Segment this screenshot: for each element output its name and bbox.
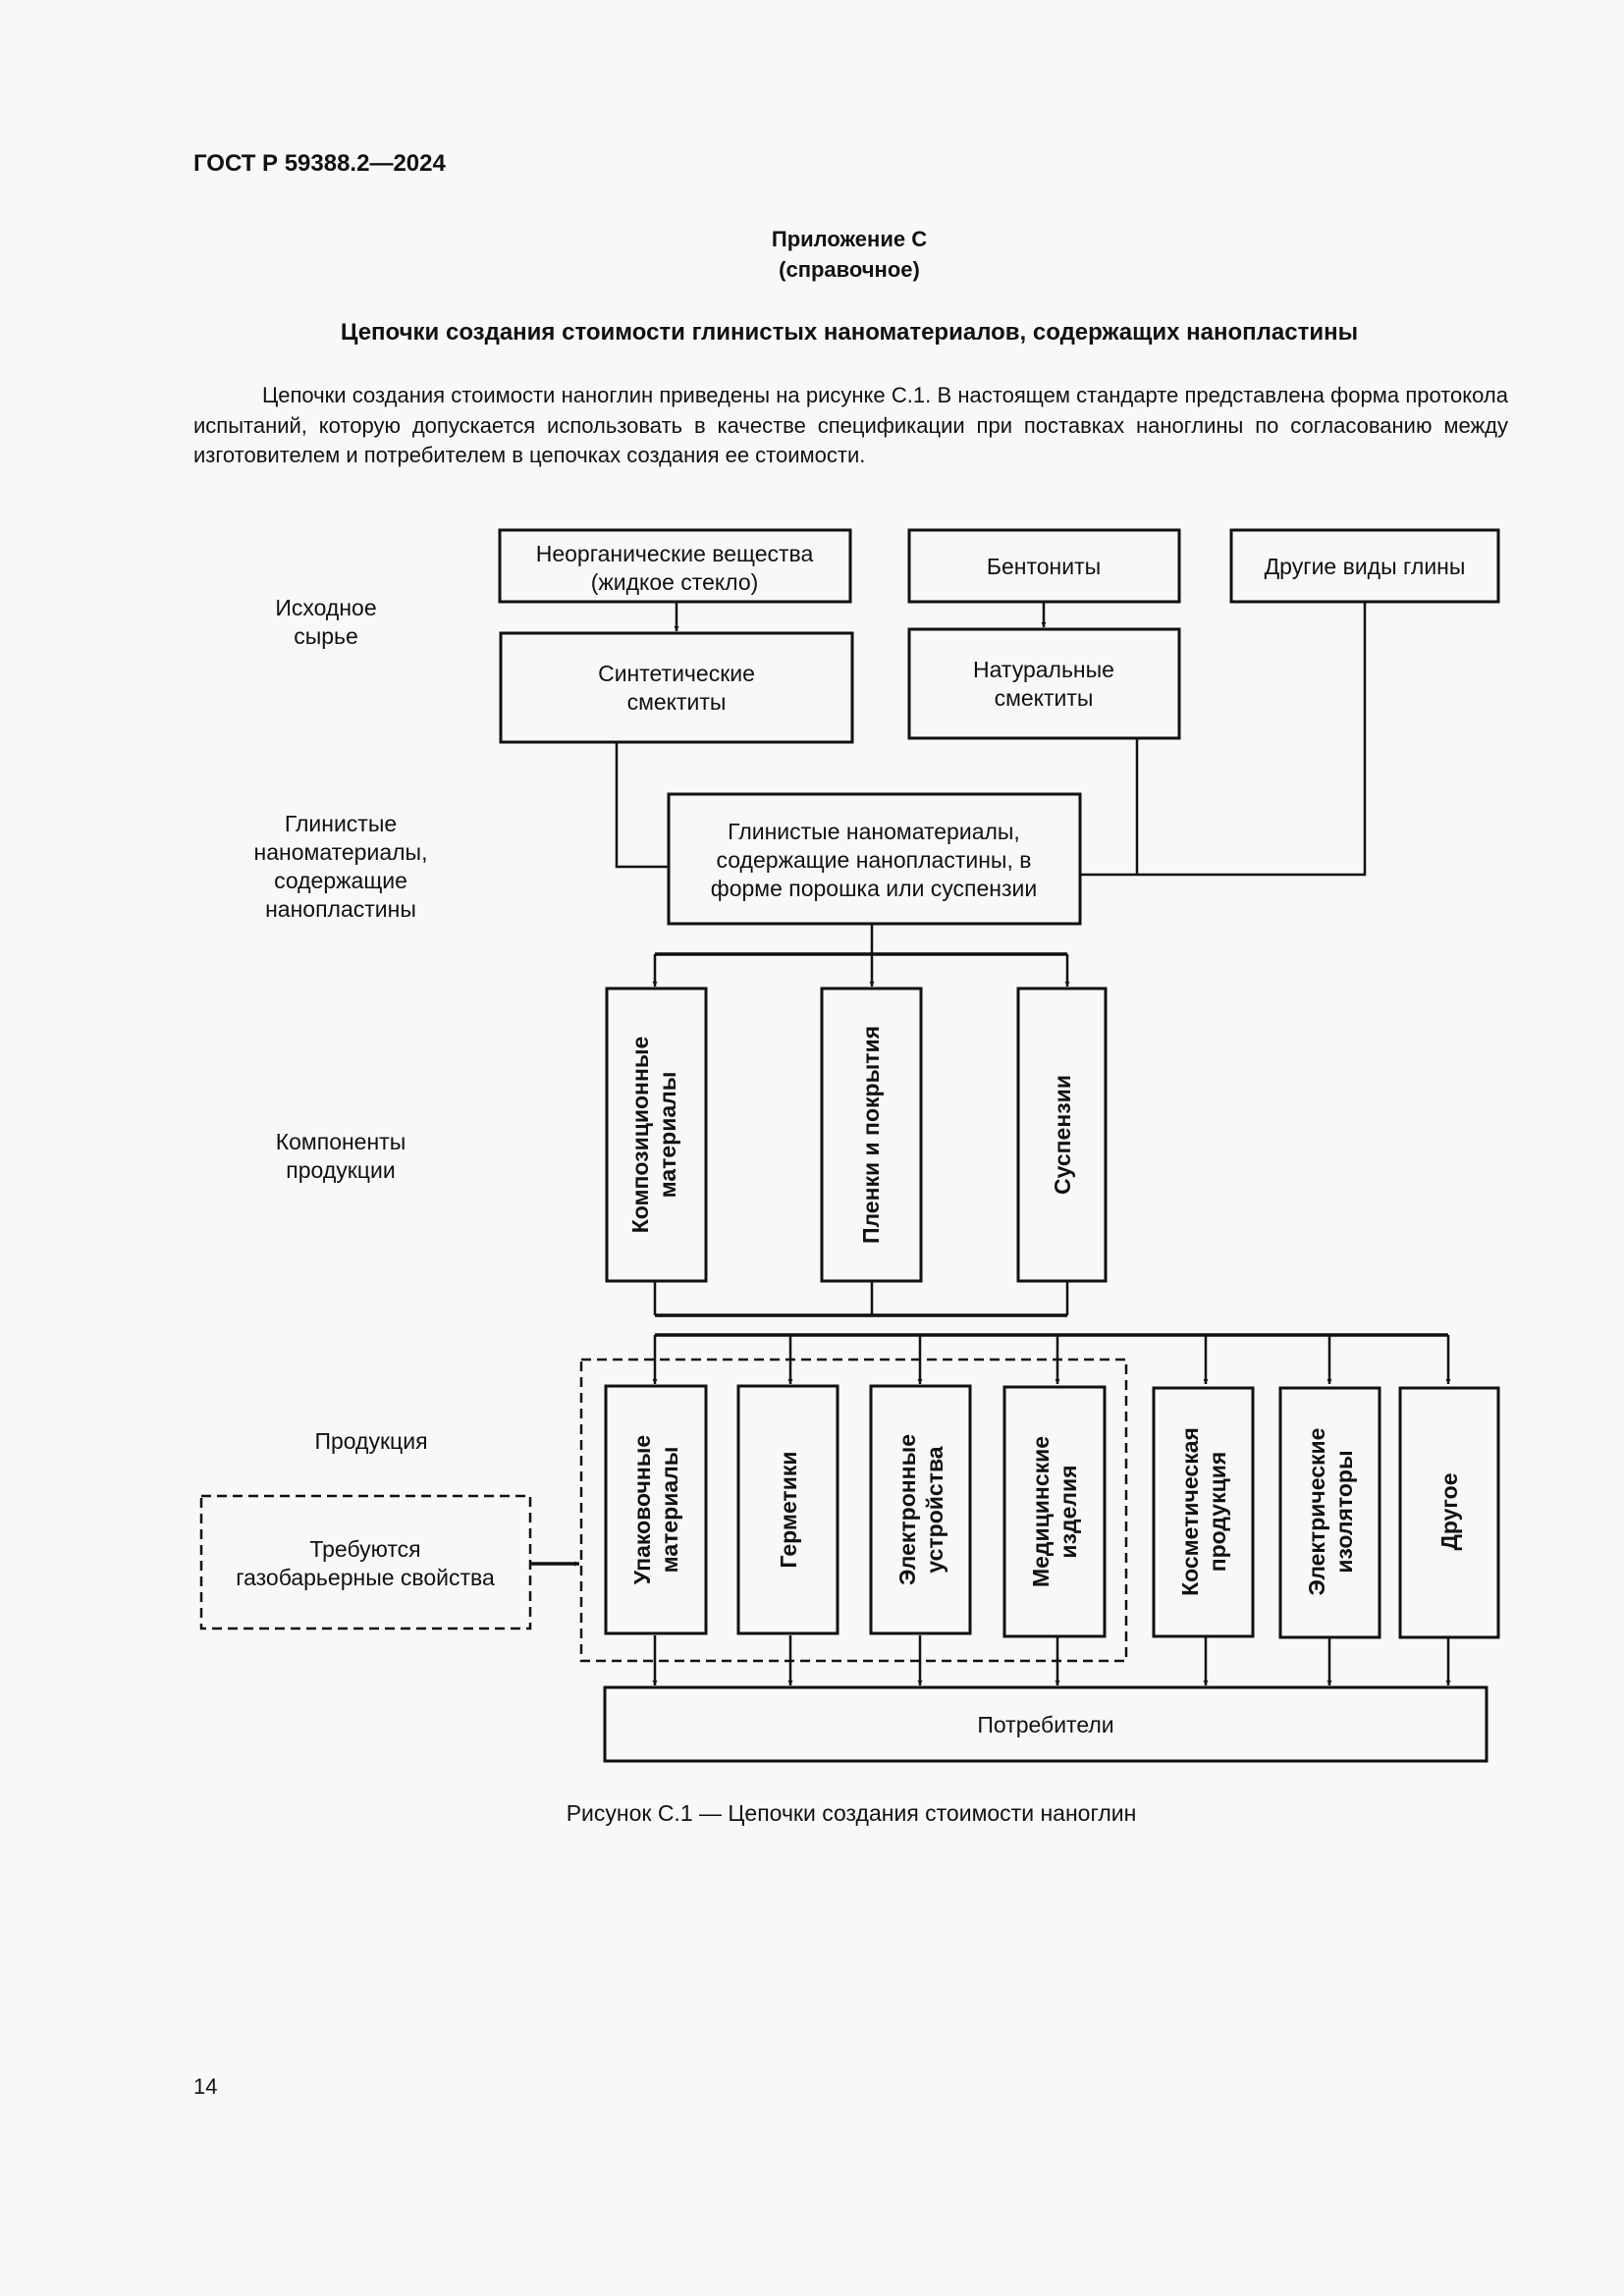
box-text: Другие виды глины [1265, 554, 1466, 579]
label-line: наноматериалы, [254, 839, 428, 865]
box-text: содержащие нанопластины, в [717, 847, 1032, 873]
label-line: содержащие [274, 868, 407, 893]
box-synthetic-smectites: Синтетические смектиты [499, 631, 854, 744]
box-text: форме порошка или суспензии [711, 876, 1037, 901]
box-cosmetics: Косметическая продукция [1152, 1386, 1255, 1638]
box-electrical-insulators: Электрические изоляторы [1278, 1386, 1381, 1639]
figure-caption: Рисунок С.1 — Цепочки создания стоимости… [567, 1800, 1137, 1826]
box-composite-materials: Композиционные материалы [605, 987, 708, 1283]
box-text: Другое [1436, 1472, 1462, 1550]
label-line: Глинистые [285, 811, 397, 836]
box-inorganic: Неорганические вещества (жидкое стекло) [498, 528, 852, 604]
component-connectors [652, 924, 1070, 1317]
label-line: нанопластины [265, 896, 416, 922]
box-text: Электронные [894, 1434, 920, 1585]
box-text: Неорганические вещества [536, 541, 814, 566]
box-text: Синтетические [598, 661, 755, 686]
row-label-products: Продукция [314, 1428, 427, 1454]
box-text: устройства [922, 1446, 947, 1573]
box-text: Герметики [776, 1452, 801, 1569]
gas-barrier-group-frame [579, 1358, 1128, 1663]
box-natural-smectites: Натуральные смектиты [907, 627, 1181, 740]
box-text: смектиты [995, 685, 1094, 711]
document-id: ГОСТ Р 59388.2—2024 [193, 150, 446, 177]
box-text: Композиционные [627, 1037, 653, 1234]
box-text: Глинистые наноматериалы, [728, 819, 1020, 844]
box-electronic-devices: Электронные устройства [869, 1384, 972, 1635]
box-text: Косметическая [1177, 1427, 1203, 1596]
box-text: газобарьерные свойства [236, 1565, 495, 1590]
box-text: изделия [1056, 1465, 1081, 1558]
appendix-subtitle: (справочное) [779, 257, 920, 282]
box-text: Натуральные [973, 657, 1114, 682]
box-text: Медицинские [1028, 1436, 1054, 1587]
label-line: сырье [294, 623, 358, 649]
raw-connectors [615, 602, 1367, 877]
box-text: материалы [655, 1072, 680, 1199]
box-text: (жидкое стекло) [591, 569, 759, 595]
box-text: Потребители [977, 1712, 1113, 1737]
box-text: Электрические [1304, 1428, 1329, 1596]
box-text: смектиты [627, 689, 727, 715]
label-line: продукции [286, 1157, 395, 1183]
label-line: Компоненты [276, 1129, 406, 1154]
section-title: Цепочки создания стоимости глинистых нан… [340, 319, 1359, 346]
row-label-components: Компоненты продукции [276, 1129, 406, 1183]
box-text: Требуются [309, 1536, 420, 1562]
row-label-nano: Глинистые наноматериалы, содержащие нано… [254, 811, 428, 922]
box-clay-nanomaterials: Глинистые наноматериалы, содержащие нано… [667, 792, 1082, 926]
box-sealants: Герметики [736, 1384, 839, 1635]
label-line: Исходное [275, 595, 376, 620]
box-text: Суспензии [1050, 1075, 1075, 1195]
box-text: изоляторы [1331, 1450, 1357, 1573]
paragraph-text: Цепочки создания стоимости наноглин прив… [193, 383, 1508, 467]
box-text: Пленки и покрытия [858, 1026, 884, 1244]
box-text: продукция [1205, 1452, 1230, 1573]
box-medical-devices: Медицинские изделия [1002, 1385, 1107, 1638]
box-consumers: Потребители [603, 1685, 1489, 1763]
intro-paragraph: Цепочки создания стоимости наноглин прив… [193, 381, 1508, 471]
box-films-coatings: Пленки и покрытия [820, 987, 923, 1283]
box-text: материалы [657, 1447, 682, 1574]
page-number: 14 [193, 2074, 218, 2099]
row-label-raw: Исходное сырье [275, 595, 376, 649]
box-packaging-materials: Упаковочные материалы [604, 1384, 708, 1635]
box-text: Бентониты [987, 554, 1101, 579]
appendix-title: Приложение С [771, 227, 928, 251]
box-suspensions: Суспензии [1016, 987, 1108, 1283]
box-other: Другое [1398, 1386, 1500, 1639]
box-bentonite: Бентониты [907, 528, 1181, 604]
box-other-clays: Другие виды глины [1229, 528, 1500, 604]
box-text: Упаковочные [629, 1435, 655, 1584]
box-gas-barrier-required: Требуются газобарьерные свойства [199, 1494, 532, 1630]
